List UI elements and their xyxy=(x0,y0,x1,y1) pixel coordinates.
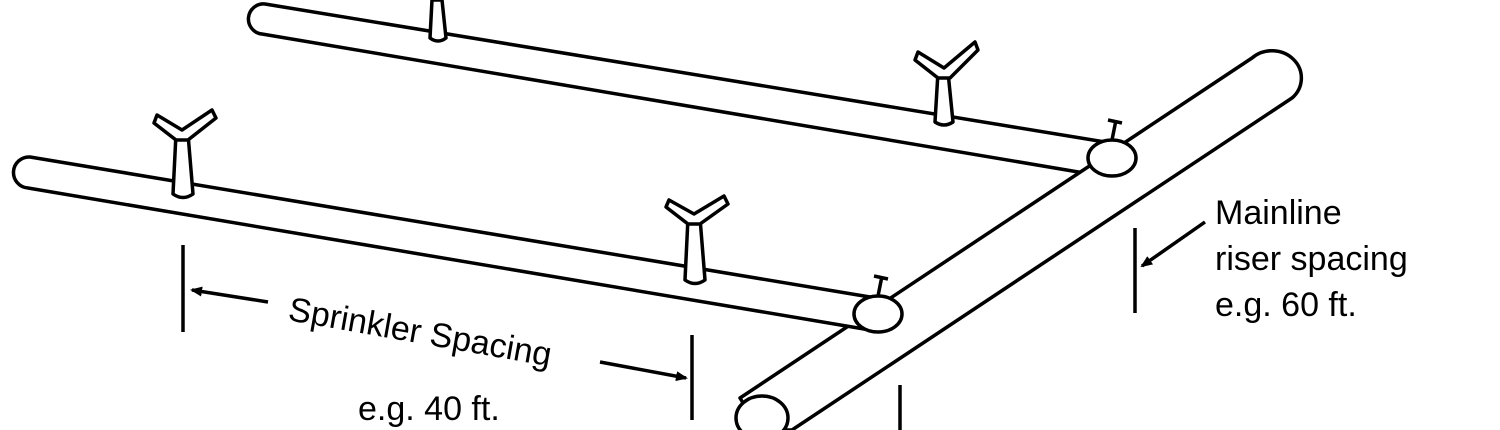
sprinkler-riser-icon xyxy=(913,40,980,127)
sprinkler-riser-icon xyxy=(664,194,730,286)
back-lateral-pipe xyxy=(246,2,1127,178)
sprinkler-spacing-dimension xyxy=(181,245,694,420)
sprinkler-spacing-value: e.g. 40 ft. xyxy=(358,390,500,428)
mainline-label-line2: riser spacing xyxy=(1215,240,1408,278)
sprinkler-riser-icon xyxy=(152,108,218,200)
front-lateral-pipe xyxy=(11,155,904,334)
mainline-spacing-dimension xyxy=(898,220,1207,430)
sprinkler-spacing-label: Sprinkler Spacing xyxy=(286,290,555,374)
mainline-pipe xyxy=(734,48,1304,430)
mainline-label-line1: Mainline xyxy=(1215,194,1342,232)
sprinkler-riser-icon xyxy=(428,0,448,43)
mainline-spacing-value: e.g. 60 ft. xyxy=(1215,286,1357,324)
lateral-connection xyxy=(1086,118,1138,178)
